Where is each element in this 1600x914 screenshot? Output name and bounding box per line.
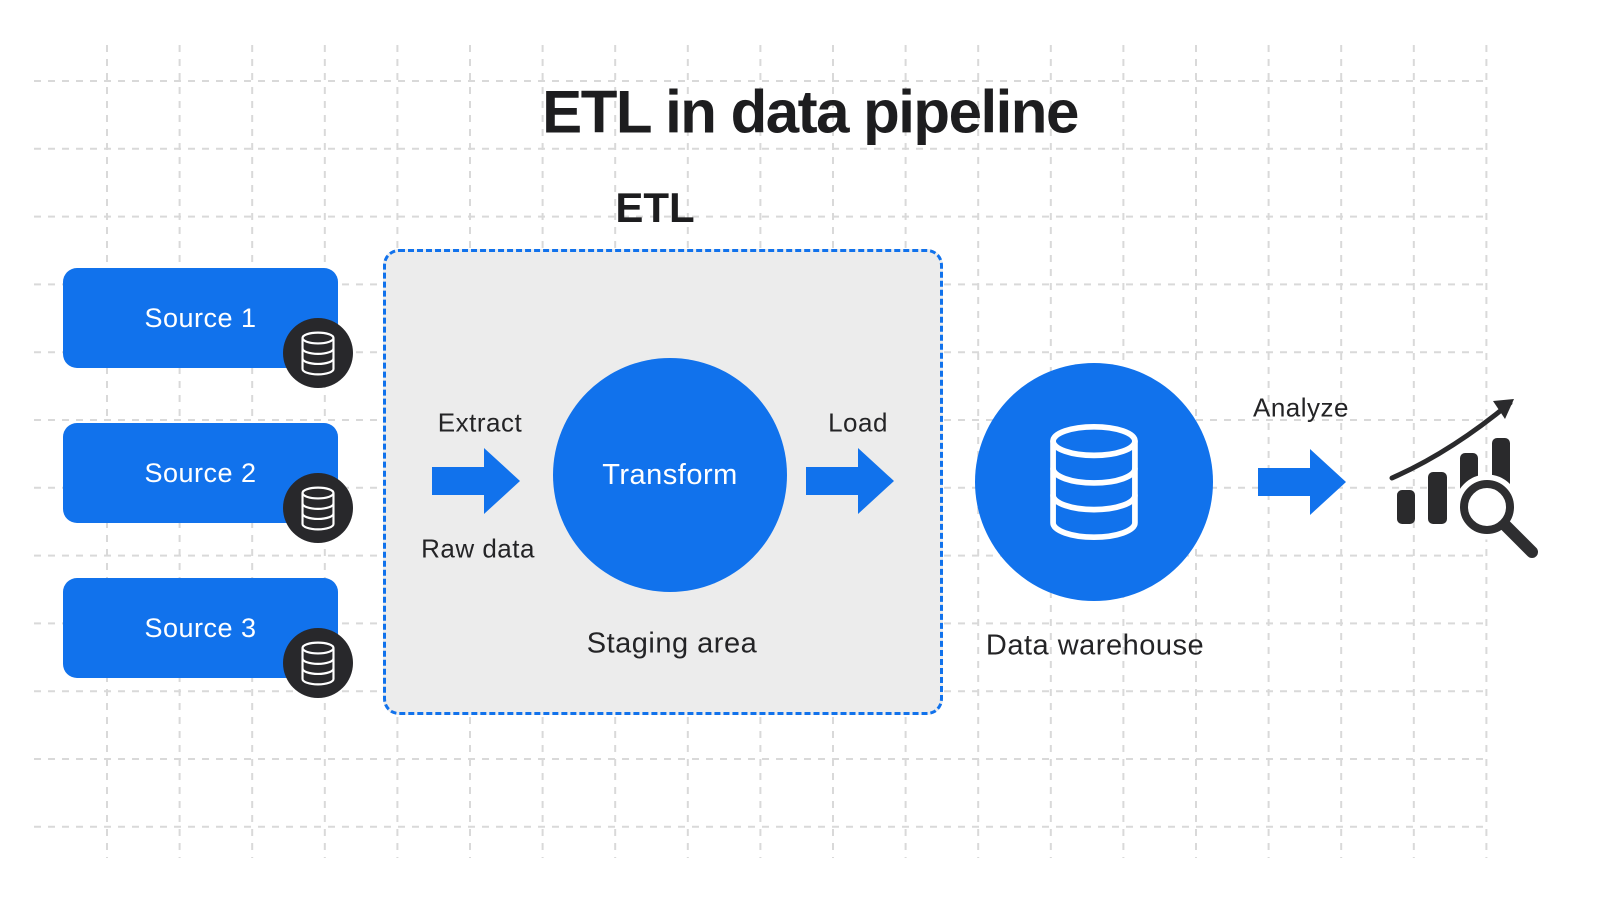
database-icon: [300, 331, 336, 376]
load-arrow-icon: [806, 448, 894, 514]
source-3-box: Source 3: [63, 578, 353, 698]
source-2-label: Source 2: [144, 457, 257, 488]
source-2-box: Source 2: [63, 423, 353, 543]
transform-label: Transform: [602, 458, 738, 491]
raw-data-label: Raw data: [421, 533, 535, 564]
analyze-label: Analyze: [1253, 392, 1349, 423]
source-3-label: Source 3: [144, 612, 257, 643]
analyze-arrow-icon: [1258, 449, 1346, 515]
extract-arrow-icon: [432, 448, 520, 514]
bar-chart-magnifier-icon: [1389, 399, 1543, 563]
etl-heading: ETL: [615, 184, 695, 231]
source-2-database-badge: [283, 473, 353, 543]
load-label: Load: [828, 407, 888, 438]
data-warehouse-circle: [975, 363, 1213, 601]
database-icon: [1046, 423, 1142, 541]
data-warehouse-label: Data warehouse: [985, 629, 1205, 662]
extract-label: Extract: [437, 407, 523, 438]
database-icon: [300, 486, 336, 531]
staging-area-label: Staging area: [586, 627, 758, 660]
transform-circle: Transform: [553, 358, 787, 592]
source-3-database-badge: [283, 628, 353, 698]
source-1-database-badge: [283, 318, 353, 388]
source-1-box: Source 1: [63, 268, 353, 388]
source-1-label: Source 1: [144, 302, 257, 333]
page-title: ETL in data pipeline: [542, 78, 1079, 146]
database-icon: [300, 641, 336, 686]
